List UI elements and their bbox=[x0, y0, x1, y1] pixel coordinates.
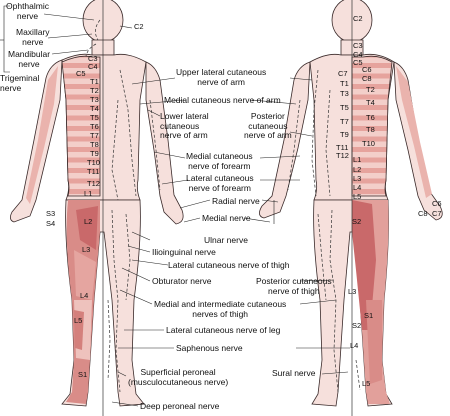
front-dermatome-l4: L4 bbox=[80, 291, 89, 300]
front-dermatome-l5: L5 bbox=[74, 316, 83, 325]
label-medial-cutaneous-arm: Medial cutaneous nerve of arm bbox=[164, 95, 281, 105]
back-hand-dermatome-c7: C7 bbox=[432, 209, 442, 218]
front-dermatome-c5: C5 bbox=[76, 69, 86, 78]
label-ilioinguinal-nerve: Ilioinguinal nerve bbox=[152, 247, 216, 257]
back-dermatome-c7: C7 bbox=[338, 69, 348, 78]
back-dermatome-t3: T3 bbox=[340, 89, 349, 98]
front-dermatome-s1: S1 bbox=[78, 370, 88, 379]
back-dermatome-c5: C5 bbox=[353, 58, 363, 67]
back-dermatome-leg-s2: S2 bbox=[352, 321, 362, 330]
back-hand-dermatome-c8: C8 bbox=[418, 209, 428, 218]
front-dermatome-c2: C2 bbox=[134, 22, 144, 31]
back-dermatome-t10: T10 bbox=[362, 139, 375, 148]
label-saphenous-nerve: Saphenous nerve bbox=[176, 343, 243, 353]
back-dermatome-c8: C8 bbox=[362, 74, 372, 83]
back-dermatome-c2: C2 bbox=[353, 14, 363, 23]
back-dermatome-t1: T1 bbox=[340, 79, 349, 88]
front-torso-bands bbox=[61, 55, 101, 197]
front-leg-l5-region bbox=[74, 310, 84, 350]
back-dermatome-c4: C4 bbox=[353, 50, 363, 59]
label-obturator-nerve: Obturator nerve bbox=[152, 276, 212, 286]
front-dermatome-t10: T10 bbox=[87, 158, 100, 167]
label-deep-peroneal-nerve: Deep peroneal nerve bbox=[140, 401, 220, 411]
back-dermatome-l1: L1 bbox=[353, 155, 362, 164]
front-dermatome-s3: S3 bbox=[46, 209, 56, 218]
back-dermatome-l3: L3 bbox=[353, 174, 362, 183]
back-dermatome-t6: T6 bbox=[366, 113, 375, 122]
back-dermatome-leg-l5: L5 bbox=[362, 379, 371, 388]
back-dermatome-t4: T4 bbox=[366, 98, 375, 107]
back-dermatome-t7: T7 bbox=[340, 117, 349, 126]
label-superficial-peroneal-nerve: Superficial peroneal(musculocutaneous ne… bbox=[128, 367, 229, 387]
front-dermatome-c4: C4 bbox=[88, 62, 98, 71]
front-dermatome-t4: T4 bbox=[90, 104, 99, 113]
back-left-arm-band bbox=[396, 66, 432, 198]
back-dermatome-t11: T11 bbox=[336, 143, 349, 152]
label-median-nerve: Medial nerve bbox=[202, 213, 251, 223]
label-lateral-cutaneous-thigh: Lateral cutaneous nerve of thigh bbox=[168, 260, 290, 270]
back-hand-dermatome-c6: C6 bbox=[432, 199, 442, 208]
back-dermatome-leg-l4: L4 bbox=[350, 341, 359, 350]
back-dermatome-l4: L4 bbox=[353, 183, 362, 192]
back-torso-bands bbox=[351, 55, 393, 197]
front-dermatome-t1: T1 bbox=[90, 77, 99, 86]
back-dermatome-c3: C3 bbox=[353, 41, 363, 50]
front-dermatome-c3: C3 bbox=[88, 54, 98, 63]
front-dermatome-t3: T3 bbox=[90, 95, 99, 104]
back-right-arm bbox=[259, 61, 311, 219]
back-dermatome-s1: S1 bbox=[364, 311, 374, 320]
front-dermatome-t9: T9 bbox=[90, 149, 99, 158]
front-dermatome-s4: S4 bbox=[46, 219, 56, 228]
label-lateral-cutaneous-leg: Lateral cutaneous nerve of leg bbox=[166, 325, 281, 335]
front-leg-l3-region bbox=[74, 250, 96, 300]
front-dermatome-t2: T2 bbox=[90, 86, 99, 95]
front-dermatome-t5: T5 bbox=[90, 113, 99, 122]
back-leg-s1-region bbox=[366, 300, 382, 384]
back-dermatome-t8: T8 bbox=[366, 125, 375, 134]
back-dermatome-l2: L2 bbox=[353, 165, 362, 174]
back-dermatome-t5: T5 bbox=[340, 103, 349, 112]
back-leg-s2-region bbox=[352, 200, 376, 330]
back-dermatome-s2: S2 bbox=[352, 217, 362, 226]
front-dermatome-t12: T12 bbox=[87, 179, 100, 188]
back-dermatome-leg-l3: L3 bbox=[348, 287, 357, 296]
front-dermatome-t6: T6 bbox=[90, 122, 99, 131]
back-figure bbox=[259, 0, 443, 416]
front-right-arm-band bbox=[26, 66, 58, 204]
front-dermatome-t11: T11 bbox=[87, 167, 100, 176]
back-dermatome-l5: L5 bbox=[353, 192, 362, 201]
back-dermatome-c6: C6 bbox=[362, 65, 372, 74]
label-radial-nerve: Radial nerve bbox=[212, 196, 260, 206]
back-dermatome-t2: T2 bbox=[366, 85, 375, 94]
leader-lines bbox=[0, 5, 350, 407]
front-dermatome-t7: T7 bbox=[90, 131, 99, 140]
back-dermatome-t12: T12 bbox=[336, 151, 349, 160]
front-dermatome-l1: L1 bbox=[84, 189, 93, 198]
label-sural-nerve: Sural nerve bbox=[272, 368, 316, 378]
label-ulnar-nerve: Ulnar nerve bbox=[204, 235, 248, 245]
front-dermatome-l3: L3 bbox=[82, 245, 91, 254]
front-leg-l2-region bbox=[76, 206, 98, 250]
front-dermatome-l2: L2 bbox=[84, 217, 93, 226]
front-dermatome-t8: T8 bbox=[90, 140, 99, 149]
back-dermatome-t9: T9 bbox=[340, 130, 349, 139]
